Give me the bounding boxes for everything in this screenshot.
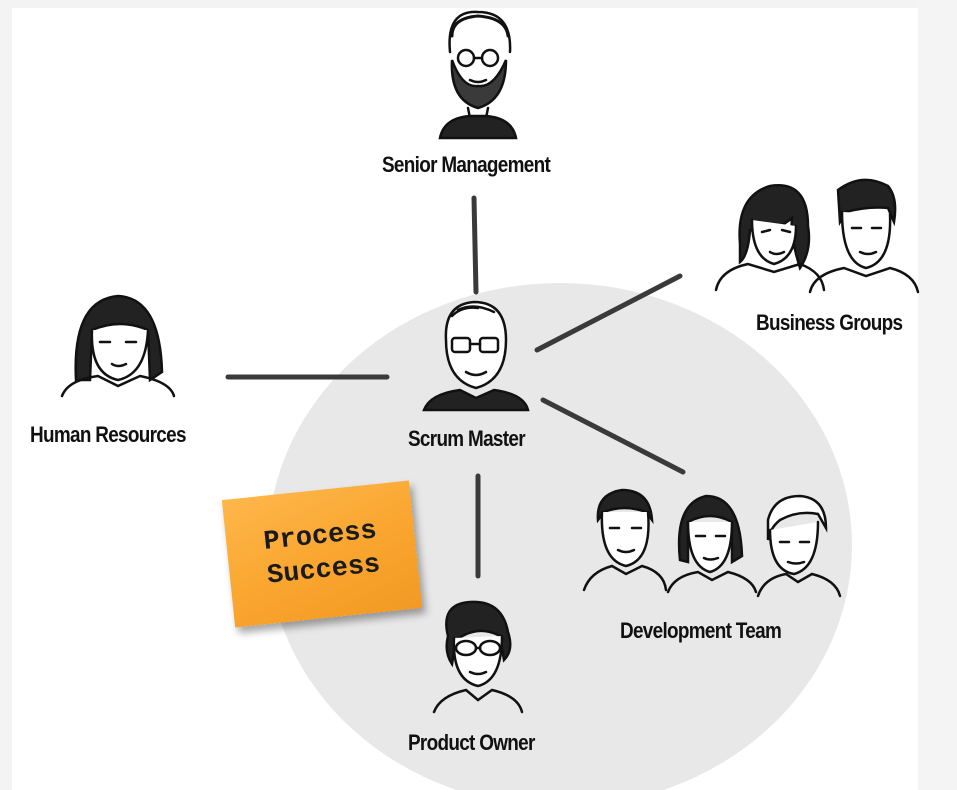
connector-business-groups xyxy=(534,273,683,353)
label-business-groups: Business Groups xyxy=(756,310,903,335)
process-success-sticky-note: Process Success xyxy=(221,480,423,628)
connector-senior-management xyxy=(471,195,479,295)
connector-development-team xyxy=(540,397,686,475)
scrum-team-circle xyxy=(268,283,852,790)
human-resources-figure xyxy=(60,294,176,398)
label-human-resources: Human Resources xyxy=(30,422,187,447)
label-development-team: Development Team xyxy=(620,618,782,643)
senior-management-figure xyxy=(438,10,518,140)
scrum-master-figure xyxy=(422,300,530,412)
label-scrum-master: Scrum Master xyxy=(408,426,526,451)
label-senior-management: Senior Management xyxy=(382,152,551,177)
development-team-figures xyxy=(582,488,842,598)
business-groups-figures xyxy=(714,178,920,294)
page-margin xyxy=(918,0,957,790)
product-owner-figure xyxy=(432,600,524,714)
label-product-owner: Product Owner xyxy=(408,730,535,755)
